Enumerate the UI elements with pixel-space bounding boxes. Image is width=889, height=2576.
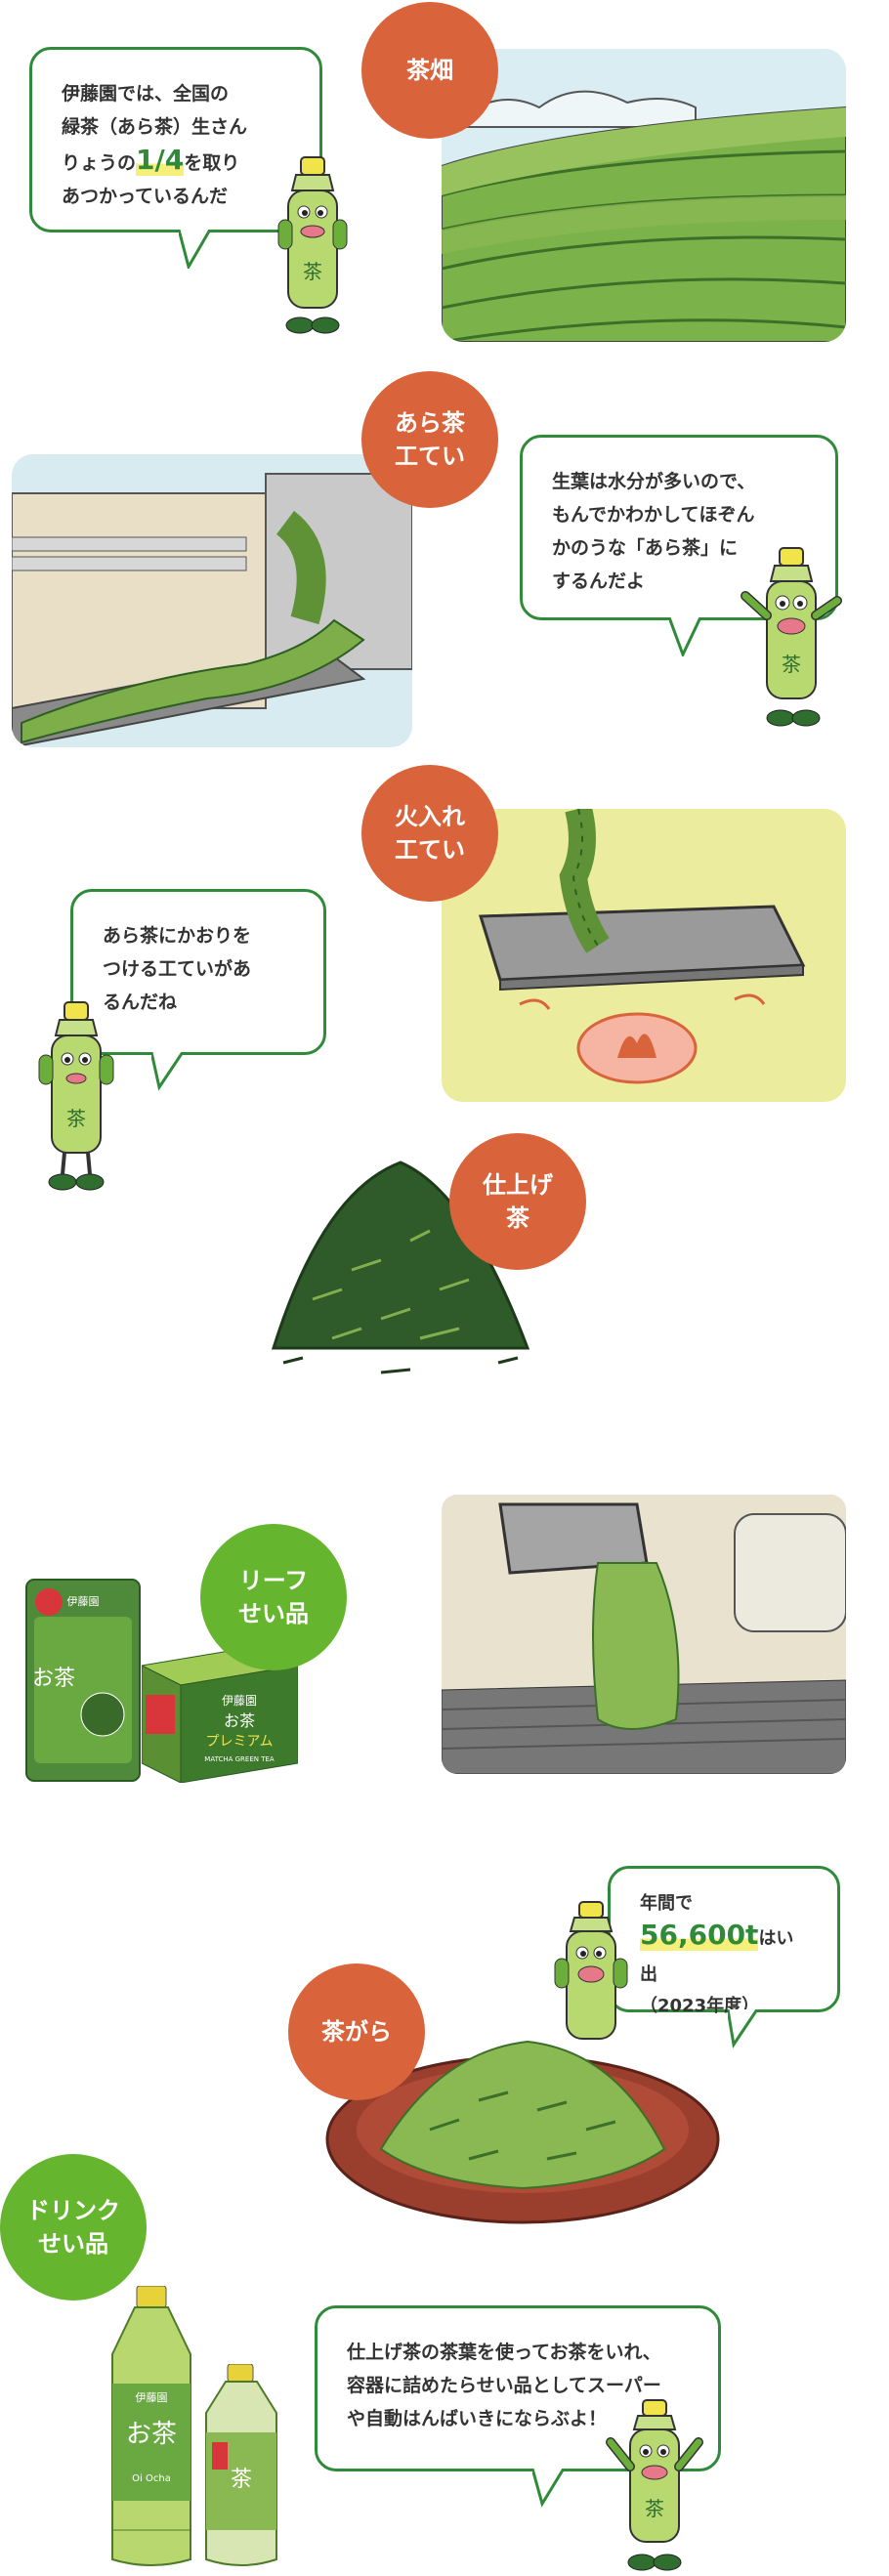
highlight-fraction: 1/4 xyxy=(136,144,185,176)
bottle-en: Oi Ocha xyxy=(132,2473,171,2484)
mascot-bottle-character: 茶 xyxy=(27,996,125,1202)
finished-tea-leaves-pile xyxy=(264,1153,537,1387)
bubble-line: あら茶にかおりを xyxy=(103,925,252,947)
stage-label: 工てい xyxy=(395,443,465,470)
bubble-line: 緑茶（あら茶）生さん xyxy=(62,116,248,138)
box-en: MATCHA GREEN TEA xyxy=(204,1755,275,1763)
bubble-line: 仕上げ茶の茶葉を使ってお茶をいれ、 xyxy=(347,2342,661,2363)
pet-bottle-small: 茶 xyxy=(200,2364,283,2569)
highlight-amount: 56,600t xyxy=(640,1919,759,1951)
bubble-line: 生葉は水分が多いので、 xyxy=(552,471,756,492)
stage-label: 工てい xyxy=(395,836,465,864)
svg-text:茶: 茶 xyxy=(66,1107,86,1130)
mascot-bottle-character: 茶 xyxy=(738,542,845,738)
mascot-bottle-character: 茶 xyxy=(269,151,357,347)
bubble-line: かのうな「あら茶」に xyxy=(552,537,739,559)
bubble-line: つける工ていがあ xyxy=(103,958,252,980)
stage-label: せい品 xyxy=(38,2230,108,2258)
svg-text:茶: 茶 xyxy=(645,2497,664,2520)
bubble-line: 容器に詰めたらせい品としてスーパー xyxy=(347,2375,661,2396)
stage-badge-tea-field: 茶畑 xyxy=(361,2,498,139)
stage-badge-leaf-products: リーフ せい品 xyxy=(200,1524,347,1670)
stage-label: 茶がら xyxy=(321,2018,392,2046)
bubble-line: 56,600tはい出 xyxy=(640,1919,794,1985)
hiire-heating-illustration xyxy=(442,809,846,1102)
bubble-line: 年間で xyxy=(640,1893,693,1914)
bubble-line: りょうの1/4を取り xyxy=(62,144,240,176)
bottle-brand: 伊藤園 xyxy=(136,2391,168,2404)
mascot-bottle-character xyxy=(547,1900,635,2047)
box-sub: プレミアム xyxy=(205,1734,273,1750)
bubble-line: るんだね xyxy=(103,992,178,1013)
stage-label: 火入れ xyxy=(395,803,465,830)
stage-label: せい品 xyxy=(238,1600,309,1627)
bubble-line: するんだよ xyxy=(552,570,646,592)
stage-badge-used-leaves: 茶がら xyxy=(288,1964,425,2100)
bubble-line: 伊藤園では、全国の xyxy=(62,83,230,105)
box-title: お茶 xyxy=(224,1711,255,1730)
stage-label: あら茶 xyxy=(395,409,465,437)
box-count: 50袋 xyxy=(259,1768,278,1780)
used-tea-leaves-plate xyxy=(322,2012,723,2227)
bubble-line: や自動はんばいきにならぶよ！ xyxy=(347,2408,608,2429)
stage-label: ドリンク xyxy=(26,2197,120,2224)
svg-text:茶: 茶 xyxy=(782,653,801,676)
pet-bottle-large: 伊藤園 お茶 Oi Ocha xyxy=(98,2286,205,2569)
mascot-bottle-character: 茶 xyxy=(601,2398,708,2574)
speech-bubble-1: 伊藤園では、全国の 緑茶（あら茶）生さん りょうの1/4を取り あつかっているん… xyxy=(29,47,322,269)
box-brand: 伊藤園 xyxy=(222,1694,257,1708)
tea-pouch-product: 伊藤園 お茶 xyxy=(24,1578,142,1783)
stage-badge-finished-tea: 仕上げ 茶 xyxy=(449,1133,586,1270)
svg-text:茶: 茶 xyxy=(303,260,322,283)
bubble-line: もんでかわかしてほぞん xyxy=(552,504,755,526)
svg-text:茶: 茶 xyxy=(231,2468,252,2492)
tea-bag-box-product: 伊藤園 お茶 プレミアム MATCHA GREEN TEA 50袋 xyxy=(142,1646,298,1783)
stage-label: 仕上げ xyxy=(483,1171,553,1199)
bubble-line: あつかっているんだ xyxy=(62,186,229,207)
bottle-label: お茶 xyxy=(126,2420,177,2449)
speech-bubble-3: あら茶にかおりを つける工ていがあ るんだね xyxy=(70,889,326,1091)
stage-label: 茶畑 xyxy=(406,57,453,84)
stage-badge-hiire-process: 火入れ 工てい xyxy=(361,765,498,902)
stage-badge-ara-process: あら茶 工てい xyxy=(361,371,498,508)
stage-label: 茶 xyxy=(506,1204,529,1232)
bottling-machine-illustration xyxy=(442,1495,846,1774)
stage-badge-drink-products: ドリンク せい品 xyxy=(0,2154,147,2301)
ara-cha-factory-illustration xyxy=(12,454,412,747)
speech-bubble-4: 年間で 56,600tはい出 （2023年度） xyxy=(608,1866,840,2048)
pouch-label: お茶 xyxy=(32,1667,75,1691)
tea-field-illustration xyxy=(442,49,846,342)
pouch-brand: 伊藤園 xyxy=(67,1595,100,1608)
stage-label: リーフ xyxy=(238,1567,309,1594)
